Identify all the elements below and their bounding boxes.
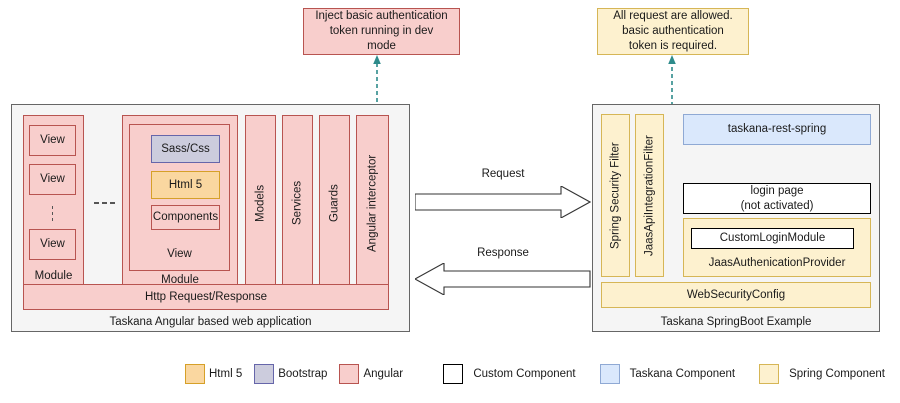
module-a-view-1[interactable]: View (29, 125, 76, 156)
login-page-line-2: (not activated) (740, 199, 814, 212)
column-models[interactable]: Models (245, 115, 276, 291)
request-label: Request (481, 168, 525, 180)
inject-token-callout-line-2: token running in dev (329, 24, 434, 37)
module-a-view-3-label: View (40, 238, 65, 251)
legend-label-spring-component: Spring Component (789, 368, 885, 380)
custom-login-module-box[interactable]: CustomLoginModule (691, 228, 854, 249)
module-b-view-label: View (167, 248, 192, 260)
taskana-rest-spring-box[interactable]: taskana-rest-spring (683, 114, 871, 145)
legend-label-custom-component: Custom Component (473, 368, 576, 380)
response-label: Response (477, 247, 529, 259)
http-request-response-bar[interactable]: Http Request/Response (23, 284, 389, 310)
module-b-html5-box[interactable]: Html 5 (151, 171, 220, 199)
legend-swatch-html5 (185, 364, 205, 384)
spring-security-filter-label: Spring Security Filter (609, 142, 622, 249)
module-b-label: Module (161, 274, 199, 286)
module-a-view-2-label: View (40, 173, 65, 186)
module-a-label: Module (34, 270, 73, 282)
legend-swatch-spring-component (759, 364, 780, 384)
legend-item-html5: Html 5 (185, 364, 242, 384)
legend: Html 5 Bootstrap Angular Custom Componen… (185, 362, 885, 386)
spring-security-filter[interactable]: Spring Security Filter (601, 114, 630, 277)
jaas-api-integration-filter-label: JaasApiIntegrationFilter (643, 135, 656, 256)
column-guards[interactable]: Guards (319, 115, 350, 291)
module-a-view-3[interactable]: View (29, 229, 76, 260)
jaas-api-integration-filter[interactable]: JaasApiIntegrationFilter (635, 114, 664, 277)
module-a-ellipsis-icon (29, 199, 76, 227)
angular-app-caption: Taskana Angular based web application (109, 315, 312, 328)
module-b-sass-css-box[interactable]: Sass/Css (151, 135, 220, 163)
request-arrow-icon (415, 186, 591, 218)
column-angular-interceptor[interactable]: Angular interceptor (356, 115, 389, 291)
springboot-caption: Taskana SpringBoot Example (660, 315, 812, 328)
response-arrow-icon (415, 263, 591, 295)
login-page-box[interactable]: login page (not activated) (683, 183, 871, 214)
module-a-view-2[interactable]: View (29, 164, 76, 195)
legend-label-angular: Angular (363, 368, 404, 380)
column-angular-interceptor-label: Angular interceptor (366, 154, 379, 252)
column-services[interactable]: Services (282, 115, 313, 291)
inject-token-callout-line-3: mode (367, 40, 396, 53)
all-requests-callout-line-2: basic authentication (622, 24, 724, 37)
column-models-label: Models (254, 184, 267, 222)
login-page-line-1: login page (750, 185, 804, 198)
column-services-label: Services (291, 180, 304, 226)
inject-token-callout-line-1: Inject basic authentication (315, 9, 448, 22)
legend-swatch-bootstrap (254, 364, 275, 384)
legend-item-angular: Angular (339, 364, 403, 384)
all-requests-callout: All request are allowed. basic authentic… (597, 8, 749, 55)
module-a-view-1-label: View (40, 134, 65, 147)
modules-ellipsis-icon (88, 196, 120, 210)
legend-swatch-angular (339, 364, 360, 384)
legend-label-bootstrap: Bootstrap (278, 368, 328, 380)
legend-label-taskana-component: Taskana Component (629, 368, 736, 380)
inject-token-callout: Inject basic authentication token runnin… (303, 8, 460, 55)
legend-item-spring-component: Spring Component (759, 364, 885, 384)
legend-item-bootstrap: Bootstrap (254, 364, 327, 384)
legend-swatch-custom-component (443, 364, 464, 384)
legend-item-custom-component: Custom Component (443, 364, 576, 384)
all-requests-callout-line-3: token is required. (628, 40, 718, 53)
web-security-config-box[interactable]: WebSecurityConfig (601, 282, 871, 308)
column-guards-label: Guards (328, 184, 341, 222)
legend-label-html5: Html 5 (209, 368, 243, 380)
legend-item-taskana-component: Taskana Component (599, 364, 736, 384)
jaas-authentication-provider-label: JaasAuthenicationProvider (708, 257, 846, 269)
module-b-components-box[interactable]: Components (151, 205, 220, 230)
legend-swatch-taskana-component (599, 364, 620, 384)
all-requests-callout-line-1: All request are allowed. (613, 9, 733, 22)
